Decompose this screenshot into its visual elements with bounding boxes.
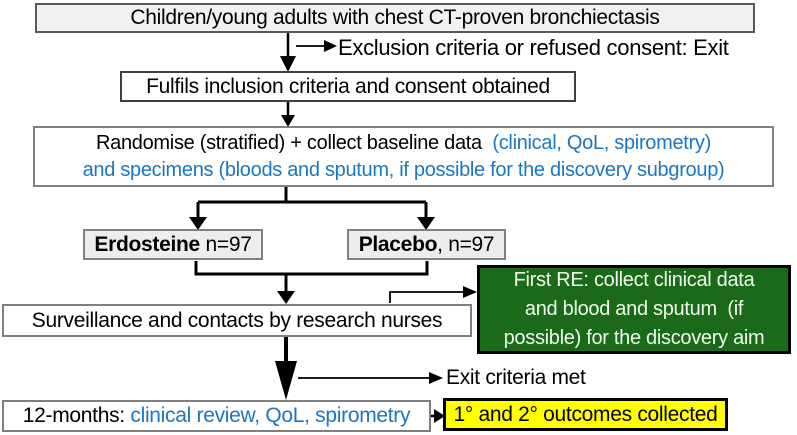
randomise-line2: and specimens (bloods and sputum, if pos…: [82, 158, 725, 181]
erdosteine-arm-box: Erdosteine n=97: [83, 229, 263, 260]
exclusion-exit-label: Exclusion criteria or refused consent: E…: [338, 35, 729, 60]
eligibility-text: Children/young adults with chest CT-prov…: [130, 6, 660, 29]
placebo-arm-box: Placebo, n=97: [347, 229, 506, 260]
inclusion-text: Fulfils inclusion criteria and consent o…: [146, 74, 550, 98]
eligibility-box: Children/young adults with chest CT-prov…: [35, 3, 755, 33]
randomise-box: Randomise (stratified) + collect baselin…: [33, 126, 774, 187]
surveillance-box: Surveillance and contacts by research nu…: [2, 304, 472, 337]
first-re-line3: possible) for the discovery aim: [503, 327, 765, 349]
inclusion-box: Fulfils inclusion criteria and consent o…: [120, 71, 576, 102]
outcomes-text: 1° and 2° outcomes collected: [453, 402, 718, 426]
first-re-line2: and blood and sputum (if: [524, 298, 744, 320]
randomise-line1: Randomise (stratified) + collect baselin…: [96, 131, 711, 154]
first-re-line1: First RE: collect clinical data: [513, 269, 755, 291]
first-re-box: First RE: collect clinical data and bloo…: [477, 265, 791, 354]
outcomes-box: 1° and 2° outcomes collected: [443, 398, 728, 431]
twelve-months-box: 12-months: clinical review, QoL, spirome…: [2, 400, 431, 432]
exit-criteria-label: Exit criteria met: [446, 366, 586, 389]
surveillance-text: Surveillance and contacts by research nu…: [31, 308, 443, 332]
